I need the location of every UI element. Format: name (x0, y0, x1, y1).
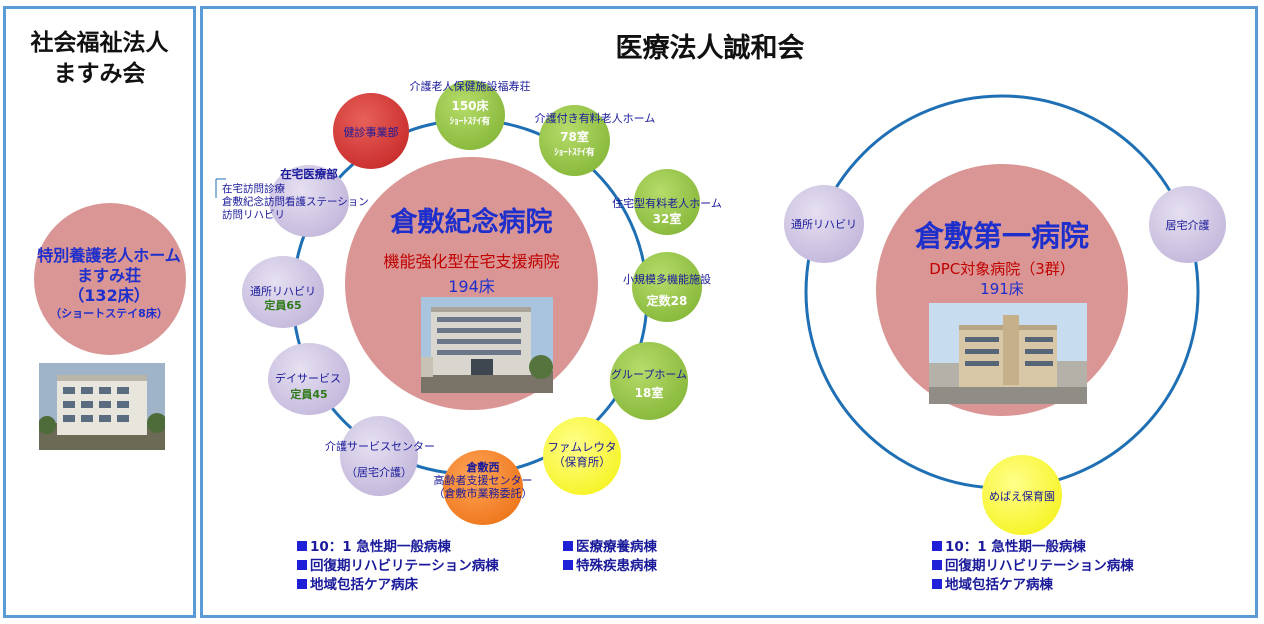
kinen-hospital-beds: 194床 (448, 277, 495, 296)
kaigo-center-sub: （居宅介護） (346, 466, 412, 479)
jutaku-node (634, 169, 700, 235)
tsusho-label: 通所リハビリ (250, 285, 316, 298)
group-node (610, 342, 688, 420)
daiichi-hospital-name: 倉敷第一病院 (914, 219, 1089, 253)
zaitaku-item-1: 在宅訪問診療 (222, 183, 285, 195)
kinen-hospital-name: 倉敷紀念病院 (390, 207, 553, 238)
roken-node (435, 80, 505, 150)
seiwakai-title: 医療法人誠和会 (615, 33, 805, 64)
kaigo-center-label: 介護サービスセンター (325, 440, 435, 453)
daiichi-kyotaku-label: 居宅介護 (1165, 219, 1210, 232)
shokibo-node (632, 252, 702, 322)
zaitaku-list: 在宅訪問診療 倉敷紀念訪問看護ステーション 訪問リハビリ (222, 183, 369, 222)
legend-square-icon (297, 579, 307, 589)
seiwakai-panel (200, 6, 1258, 618)
kenshin-label: 健診事業部 (343, 126, 399, 139)
mebae-node (982, 455, 1062, 535)
masumi-facility-text: 特別養護老人ホーム ますみ荘 （132床） （ショートステイ8床） (14, 246, 204, 322)
zaitaku-node (269, 165, 349, 237)
shokibo-cap: 定数28 (646, 294, 688, 308)
kinen-legend-item: 回復期リハビリテーション病棟 (297, 557, 499, 576)
masumi-panel (3, 6, 196, 618)
daiichi-legend-item: 回復期リハビリテーション病棟 (932, 557, 1134, 576)
daiichi-tsusho-node (784, 185, 864, 263)
famu-text: ファムレウタ （保育所） (533, 440, 631, 470)
daiichi-legend-text-2: 回復期リハビリテーション病棟 (945, 558, 1134, 574)
mebae-label: めばえ保育園 (989, 490, 1055, 503)
nishi-line3: （倉敷市業務委託） (433, 487, 533, 500)
kinen-legend-item: 特殊疾患病棟 (563, 557, 657, 576)
masumi-facility-circle (34, 203, 186, 355)
daiichi-legend-item: 地域包括ケア病棟 (932, 576, 1134, 595)
roken-beds: 150床 (451, 99, 489, 113)
daiichi-building-photo (929, 303, 1087, 404)
kinen-legend-right: 医療療養病棟 特殊疾患病棟 (563, 538, 657, 576)
group-rooms: 18室 (634, 386, 664, 400)
masumi-facility-line1: 特別養護老人ホーム (37, 246, 181, 265)
day-cap: 定員45 (290, 388, 328, 401)
kenshin-node (333, 93, 409, 169)
daiichi-legend-item: 10：1 急性期一般病棟 (932, 538, 1134, 557)
daiichi-hospital-type: DPC対象病院（3群） (929, 260, 1075, 278)
zaitaku-item-2: 倉敷紀念訪問看護ステーション (222, 196, 369, 208)
masumi-corp-title-line1: 社会福祉法人 (30, 30, 169, 56)
roken-short: ｼｮｰﾄｽﾃｲ有 (449, 117, 491, 127)
daiichi-legend: 10：1 急性期一般病棟 回復期リハビリテーション病棟 地域包括ケア病棟 (932, 538, 1134, 595)
tsusho-cap: 定員65 (264, 299, 302, 312)
daiichi-kyotaku-node (1149, 186, 1226, 263)
masumi-facility-line2: ますみ荘 (76, 266, 141, 285)
daiichi-hospital-beds: 191床 (980, 280, 1024, 298)
jutaku-label: 住宅型有料老人ホーム (612, 197, 722, 210)
kinen-building-photo (421, 297, 553, 393)
legend-square-icon (932, 541, 942, 551)
daiichi-legend-text-3: 地域包括ケア病棟 (945, 577, 1053, 593)
legend-square-icon (932, 560, 942, 570)
legend-square-icon (297, 560, 307, 570)
legend-square-icon (563, 560, 573, 570)
shokibo-label: 小規模多機能施設 (623, 273, 711, 286)
zaitaku-item-3: 訪問リハビリ (222, 209, 285, 221)
group-label: グループホーム (610, 368, 687, 381)
jutaku-rooms: 32室 (652, 212, 682, 226)
kinen-legend-text-3: 地域包括ケア病床 (310, 577, 418, 593)
masumi-facility-line4: （ショートステイ8床） (50, 307, 168, 320)
yuryo-rooms: 78室 (560, 130, 589, 144)
kinen-legend: 10：1 急性期一般病棟 回復期リハビリテーション病棟 地域包括ケア病床 (297, 538, 499, 595)
nishi-node (443, 450, 523, 525)
legend-square-icon (932, 579, 942, 589)
kinen-legend-item: 地域包括ケア病床 (297, 576, 499, 595)
kinen-legend-right-text-1: 医療療養病棟 (576, 539, 657, 555)
famu-node (543, 417, 621, 495)
masumi-corp-title-line2: ますみ会 (53, 61, 146, 87)
masumi-facility-line3: （132床） (68, 286, 150, 305)
kinen-legend-item: 医療療養病棟 (563, 538, 657, 557)
famu-line1: ファムレウタ (547, 440, 617, 454)
kinen-legend-text-1: 10：1 急性期一般病棟 (310, 539, 451, 555)
nishi-text: 倉敷西 高齢者支援センター （倉敷市業務委託） (408, 461, 558, 500)
nishi-line1: 倉敷西 (466, 461, 500, 474)
day-node (268, 343, 350, 415)
legend-square-icon (297, 541, 307, 551)
daiichi-tsusho-label: 通所リハビリ (791, 218, 857, 231)
yuryo-short: ｼｮｰﾄｽﾃｲ有 (554, 148, 595, 158)
yuryo-label: 介護付き有料老人ホーム (534, 112, 656, 125)
tsusho-node (242, 256, 324, 328)
masumi-corp-title: 社会福祉法人 ますみ会 (3, 28, 196, 90)
kinen-legend-right-text-2: 特殊疾患病棟 (576, 558, 657, 574)
kinen-legend-text-2: 回復期リハビリテーション病棟 (310, 558, 499, 574)
yuryo-node (539, 105, 610, 176)
legend-square-icon (563, 541, 573, 551)
famu-line2: （保育所） (553, 455, 611, 469)
kaigo-center-node (340, 416, 418, 496)
daiichi-legend-text-1: 10：1 急性期一般病棟 (945, 539, 1086, 555)
day-label: デイサービス (275, 372, 341, 385)
zaitaku-title: 在宅医療部 (280, 167, 338, 181)
masumi-building-photo (39, 363, 165, 450)
kinen-legend-item: 10：1 急性期一般病棟 (297, 538, 499, 557)
kinen-hospital-type: 機能強化型在宅支援病院 (383, 252, 560, 271)
roken-label: 介護老人保健施設福寿荘 (409, 80, 531, 93)
nishi-line2: 高齢者支援センター (433, 474, 533, 487)
